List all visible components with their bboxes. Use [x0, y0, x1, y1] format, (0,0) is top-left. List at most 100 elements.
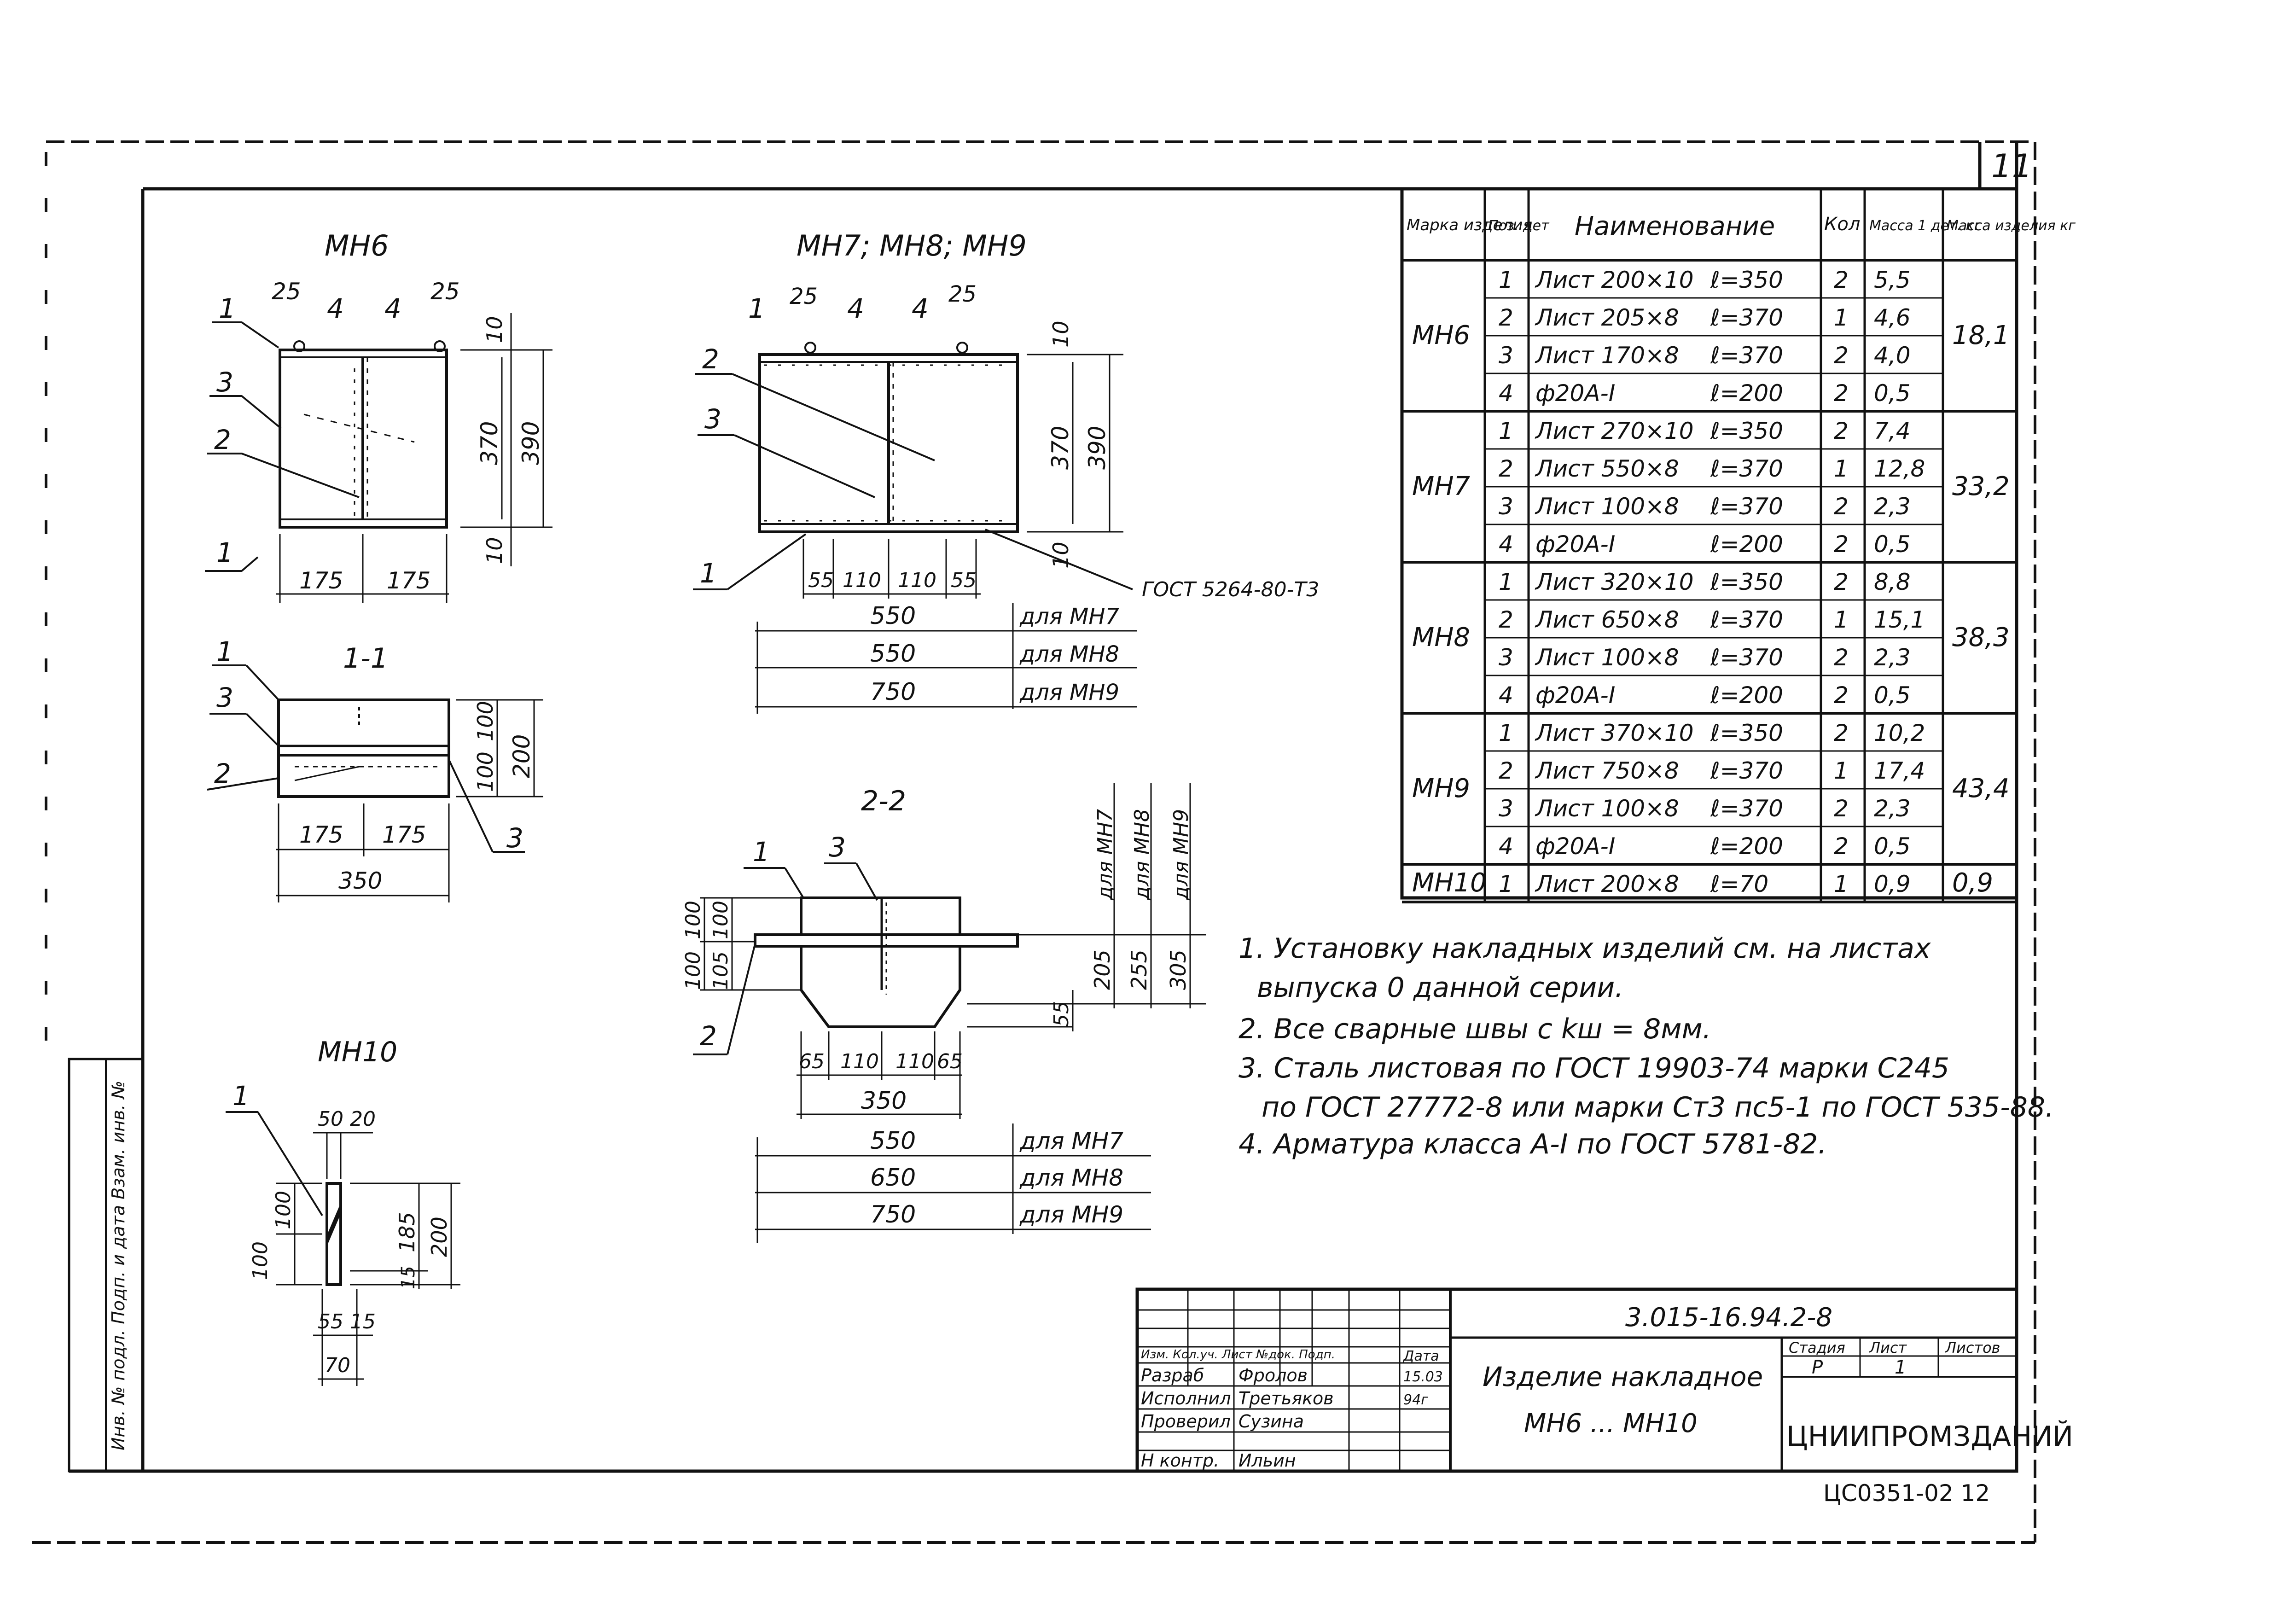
mn6-callout-1a: 1	[219, 293, 236, 324]
spec-мн6-name-4: ф20А-I	[1535, 380, 1615, 407]
tb-name-2: Третьяков	[1239, 1388, 1334, 1409]
mn789-len-1-value: 550	[870, 602, 916, 630]
spec-мн7-name-3: Лист 100×8	[1535, 493, 1679, 520]
mn6-dim-175b: 175	[387, 567, 430, 594]
mn10-dim-15b: 15	[350, 1310, 376, 1333]
spec-header-0: Марка изделия	[1407, 216, 1532, 234]
sec22-callout-3: 3	[829, 832, 846, 863]
spec-header-4: Масса 1 дет. кг	[1869, 218, 1982, 234]
note-line-5: по ГОСТ 27772-8 или марки Ст3 пс5-1 по Г…	[1262, 1091, 2054, 1123]
tb-name-3: Сузина	[1239, 1411, 1304, 1432]
mn6-dim-10b: 10	[482, 537, 507, 564]
tb-role-2: Исполнил	[1141, 1388, 1231, 1409]
spec-мн8-qty-2: 1	[1834, 606, 1849, 633]
spec-мн9-mass-1: 10,2	[1874, 720, 1925, 746]
spec-мн10-len-1: ℓ=70	[1710, 871, 1768, 897]
spec-мн6-name-2: Лист 205×8	[1535, 304, 1679, 331]
spec-мн7-qty-3: 2	[1834, 493, 1849, 520]
drawing-mn10: МН10 1 50 20 100 100 185 15 200 55 15 70	[226, 1036, 460, 1386]
spec-мн9-name-2: Лист 750×8	[1535, 757, 1679, 784]
mn10-title: МН10	[318, 1036, 397, 1068]
tb-stage-label: Стадия	[1789, 1339, 1845, 1356]
sec22-dim-205: 205	[1090, 949, 1115, 990]
sec22-dim-350: 350	[861, 1087, 907, 1115]
spec-мн6-len-3: ℓ=370	[1710, 342, 1783, 369]
spec-мн8-pos-1: 1	[1499, 569, 1513, 595]
mn6-callout-1b: 1	[216, 537, 233, 568]
spec-header-1: Поз. дет	[1488, 218, 1550, 234]
spec-мн9-name-1: Лист 370×10	[1535, 720, 1694, 746]
spec-мн7-qty-1: 2	[1834, 418, 1849, 444]
sec22-dim-55: 55	[1050, 1001, 1073, 1027]
sec22-dim-100b: 100	[681, 951, 705, 990]
sec22-dim-105: 105	[709, 951, 733, 990]
spec-мн7-pos-2: 2	[1499, 455, 1513, 482]
mn10-dim-15: 15	[398, 1266, 419, 1289]
tb-stage: Р	[1812, 1357, 1823, 1378]
spec-мн6-mass-4: 0,5	[1874, 380, 1911, 407]
mn6-callout-2: 2	[214, 424, 231, 455]
sec11-callout-2: 2	[214, 758, 231, 789]
section-2-2: 2-2 1 3 2 100 100 100 105 205 255 305 55…	[681, 783, 1206, 1243]
spec-мн6-qty-3: 2	[1834, 342, 1849, 369]
spec-мн6-pos-3: 3	[1499, 342, 1513, 369]
mn789-dim-110b: 110	[898, 569, 936, 592]
mn789-len-3-value: 750	[870, 678, 916, 706]
spec-мн7-mass-4: 0,5	[1874, 531, 1911, 558]
spec-мн6-qty-1: 2	[1834, 267, 1849, 293]
spec-mark-мн8: МН8	[1412, 623, 1470, 652]
spec-мн8-pos-4: 4	[1499, 682, 1513, 709]
sec22-dim-65: 65	[799, 1050, 825, 1073]
spec-мн8-mass-3: 2,3	[1874, 644, 1911, 671]
spec-мн6-len-4: ℓ=200	[1710, 380, 1783, 407]
tb-org: ЦНИИПРОМЗДАНИЙ	[1786, 1420, 2073, 1453]
mn789-callout-1b: 1	[700, 558, 717, 589]
spec-мн8-name-3: Лист 100×8	[1535, 644, 1679, 671]
spec-мн6-qty-4: 2	[1834, 380, 1849, 407]
spec-мн7-qty-4: 2	[1834, 531, 1849, 558]
note-line-3: 2. Все сварные швы с kш = 8мм.	[1239, 1013, 1711, 1045]
mn6-dim-25b: 25	[430, 278, 460, 305]
tb-role-4: Н контр.	[1141, 1450, 1219, 1471]
spec-мн8-pos-3: 3	[1499, 644, 1513, 671]
tb-date-0: Дата	[1402, 1348, 1439, 1364]
mn789-dim-10a: 10	[1048, 320, 1073, 348]
side-stamp-text: Инв. № подл. Подп. и дата Взам. инв. №	[108, 1081, 128, 1450]
sec22-dim-110b: 110	[895, 1050, 934, 1073]
mn789-dim-55b: 55	[951, 569, 977, 592]
spec-мн9-len-2: ℓ=370	[1710, 757, 1783, 784]
sec11-callout-3: 3	[216, 682, 233, 713]
sec11-dim-100b: 100	[473, 751, 498, 792]
spec-мн10-qty-1: 1	[1834, 871, 1849, 897]
spec-мн10-mass-1: 0,9	[1874, 871, 1911, 897]
spec-мн8-qty-4: 2	[1834, 682, 1849, 709]
spec-мн8-name-2: Лист 650×8	[1535, 606, 1679, 633]
sec11-dim-350: 350	[338, 867, 382, 894]
tb-role-0: Изм. Кол.уч. Лист №док. Подп.	[1141, 1348, 1335, 1362]
spec-мн9-qty-2: 1	[1834, 757, 1849, 784]
spec-мн7-len-4: ℓ=200	[1710, 531, 1783, 558]
sec22-callout-1: 1	[753, 836, 770, 867]
mn789-title: МН7; МН8; МН9	[797, 229, 1027, 262]
spec-мн9-pos-4: 4	[1499, 833, 1513, 860]
sec22-dim-305: 305	[1166, 949, 1191, 990]
mn789-len-2-value: 550	[870, 640, 916, 668]
sec11-callout-3b: 3	[506, 822, 523, 854]
mn789-len-2-label: для МН8	[1019, 641, 1119, 667]
spec-mark-мн6: МН6	[1412, 320, 1470, 350]
spec-мн9-mass-3: 2,3	[1874, 795, 1911, 822]
sec11-callout-1: 1	[216, 636, 233, 667]
spec-header-3: Кол	[1824, 214, 1860, 235]
spec-total-мн6: 18,1	[1952, 320, 2010, 350]
mn789-dim-390: 390	[1084, 426, 1111, 470]
spec-мн7-len-1: ℓ=350	[1710, 418, 1783, 444]
spec-мн8-qty-3: 2	[1834, 644, 1849, 671]
spec-mark-мн10: МН10	[1412, 868, 1487, 898]
mn789-dim-370: 370	[1047, 426, 1074, 470]
mn789-dim-110a: 110	[843, 569, 881, 592]
note-line-1: 1. Установку накладных изделий см. на ли…	[1239, 932, 1931, 965]
sec22-dim-100c: 100	[681, 901, 705, 939]
mn789-callout-3: 3	[704, 403, 721, 435]
